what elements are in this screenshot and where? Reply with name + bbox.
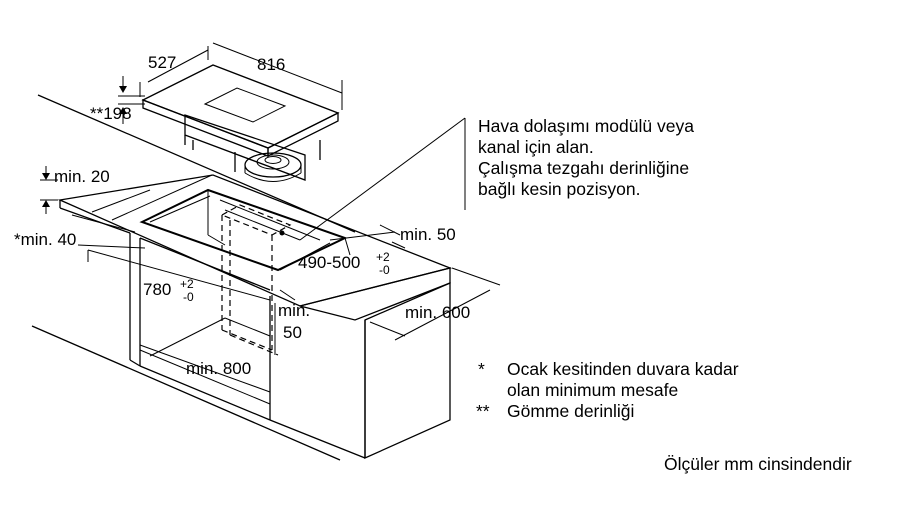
cabinet: [129, 233, 451, 460]
units-footer: Ölçüler mm cinsindendir: [664, 454, 852, 474]
dim-depth-tol-minus: -0: [183, 290, 194, 304]
callout-bracket: [299, 117, 466, 241]
worktop: [57, 174, 453, 321]
dim-min-40: *min. 40: [14, 230, 76, 249]
callout-line-2: kanal için alan.: [478, 137, 594, 157]
dim-min-800: min. 800: [186, 359, 251, 378]
dim-hob-width: 816: [257, 55, 285, 74]
note-star2-marker: **: [476, 401, 490, 421]
dim-embed-depth: **198: [90, 104, 132, 123]
dim-hob-depth: 527: [148, 53, 176, 72]
callout-line-1: Hava dolaşımı modülü veya: [478, 116, 694, 136]
dim-cutout-range: 490-500: [298, 253, 360, 272]
callout-line-3: Çalışma tezgahı derinliğine: [478, 158, 689, 178]
dim-depth-tol-plus: +2: [180, 277, 194, 291]
dim-cutout-depth: 780: [143, 280, 171, 299]
dim-min-50-inner-value: 50: [283, 323, 302, 342]
hob-dimension-lines: [118, 42, 343, 124]
hob-unit: [141, 64, 340, 182]
worktop-dimension-lines: [40, 166, 501, 393]
dim-cutout-tol-minus: -0: [379, 263, 390, 277]
note-star1-line-1: Ocak kesitinden duvara kadar: [507, 359, 739, 379]
module-area-dashed: [220, 204, 292, 356]
note-star1-line-2: olan minimum mesafe: [507, 380, 678, 400]
note-star2-line-1: Gömme derinliği: [507, 401, 634, 421]
wall-lines: [31, 94, 356, 461]
dim-cutout-tol-plus: +2: [376, 250, 390, 264]
note-star1-marker: *: [478, 359, 485, 379]
dim-min-50-right: min. 50: [400, 225, 456, 244]
dim-min-600: min. 600: [405, 303, 470, 322]
dim-min-50-inner-label: min.: [278, 301, 310, 320]
dim-min-20: min. 20: [54, 167, 110, 186]
callout-line-4: bağlı kesin pozisyon.: [478, 179, 640, 199]
